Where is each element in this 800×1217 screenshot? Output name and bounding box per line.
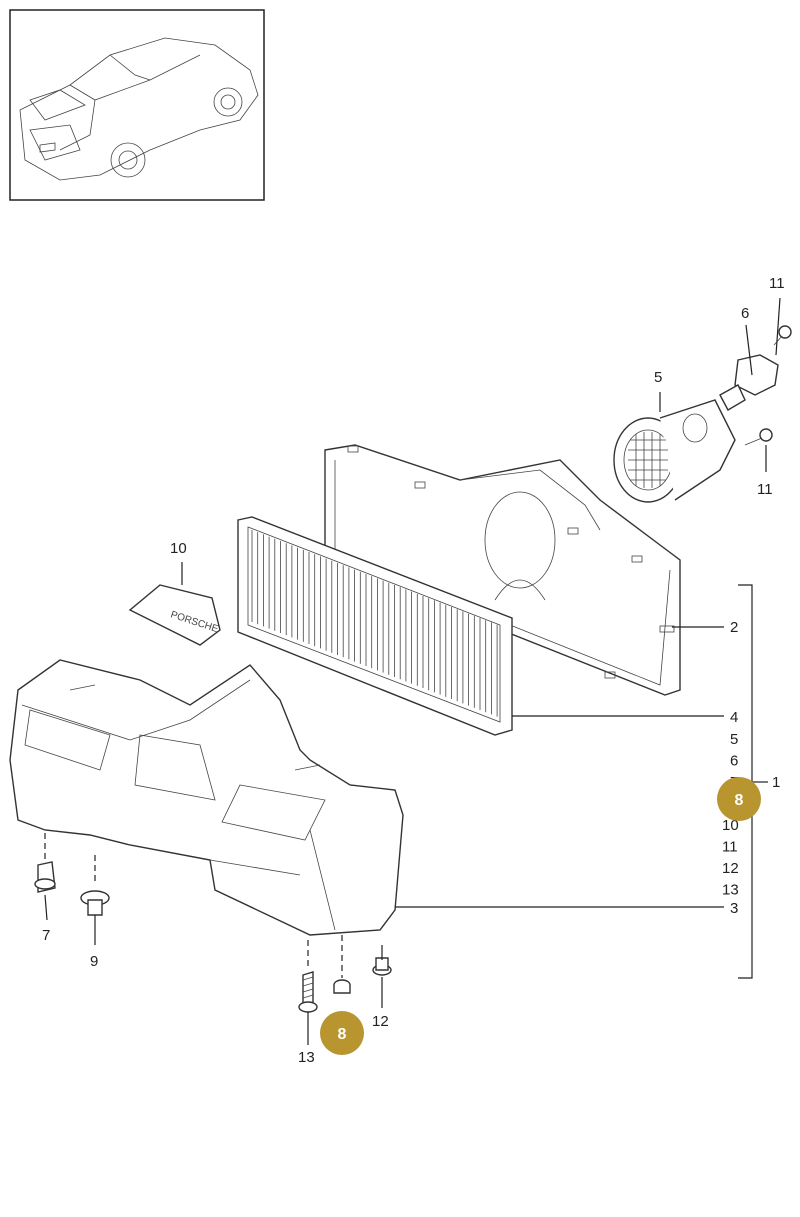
group-list-item: 6: [730, 753, 738, 770]
bolt-13: [298, 971, 318, 1013]
callout-1: 1: [772, 774, 780, 791]
badge-bottom-label: 8: [338, 1026, 347, 1043]
callout-7: 7: [42, 927, 50, 944]
group-list-item: 5: [730, 731, 738, 748]
callout-11-top: 11: [769, 275, 785, 292]
air-filter-element: [237, 516, 513, 736]
screw-mid: [744, 428, 773, 446]
group-list-item: 13: [722, 882, 739, 899]
callout-12: 12: [372, 1013, 389, 1030]
callout-6: 6: [741, 305, 749, 322]
callout-10: 10: [170, 540, 187, 557]
vehicle-thumbnail: [9, 9, 265, 201]
grommet-7: [34, 861, 56, 893]
callout-4: 4: [730, 709, 738, 726]
leader-lines: [44, 297, 781, 1045]
highlight-badge-bottom[interactable]: 8: [320, 1011, 364, 1055]
callout-labels: 1 2 3 4 5 6 11 11 10 7 9 13 12: [42, 275, 785, 1066]
group-list-item: 12: [722, 860, 739, 877]
highlight-badge-right[interactable]: 8: [717, 777, 761, 821]
group-list-item: 10: [722, 817, 739, 834]
stud-12: [372, 957, 392, 976]
callout-13: 13: [298, 1049, 315, 1066]
callout-2: 2: [730, 619, 738, 636]
nut-8: [333, 979, 351, 994]
callout-5: 5: [654, 369, 662, 386]
badge-right-label: 8: [735, 792, 744, 809]
emblem-badge: PORSCHE: [128, 584, 221, 646]
mount-9: [80, 890, 110, 916]
group-list-item: 11: [722, 839, 738, 856]
sensor-connector: [719, 354, 779, 411]
screw-top: [773, 325, 792, 346]
callout-9: 9: [90, 953, 98, 970]
callout-11-mid: 11: [757, 481, 773, 498]
air-mass-meter: [613, 399, 736, 503]
air-filter-housing: [324, 444, 681, 696]
callout-3: 3: [730, 900, 738, 917]
cover-panel: [9, 659, 404, 936]
